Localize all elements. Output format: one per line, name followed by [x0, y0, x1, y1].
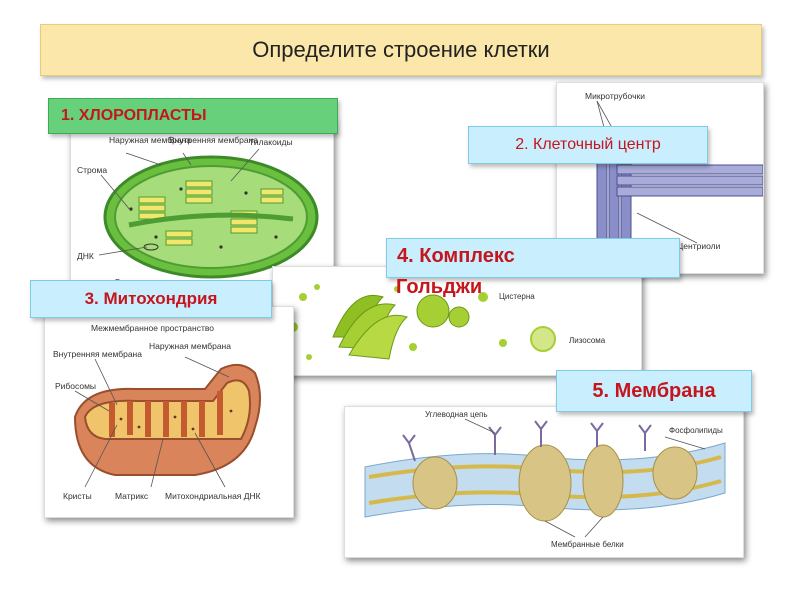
mito-ribosomes-label: Рибосомы [55, 381, 96, 391]
page-title: Определите строение клетки [40, 24, 762, 76]
membrane-carb-label: Углеводная цепь [425, 410, 488, 419]
centrosome-title-label: 2. Клеточный центр [468, 126, 708, 164]
mito-inner-label: Внутренняя мембрана [53, 349, 142, 359]
mito-intermembrane-label: Межмембранное пространство [91, 323, 214, 333]
mitochondria-diagram: Межмембранное пространство Внутренняя ме… [53, 323, 261, 501]
chloro-dna-label: ДНК [77, 251, 94, 261]
title-text: Определите строение клетки [252, 37, 550, 62]
membrane-diagram: Углеводная цепь Фосфолипиды Мембранные б… [364, 410, 726, 549]
membrane-panel: Углеводная цепь Фосфолипиды Мембранные б… [344, 406, 744, 558]
golgi-panel: Цистерна Лизосома [272, 266, 642, 376]
chloro-outer-label: Наружная мембрана [109, 135, 191, 145]
golgi-cistern-label: Цистерна [499, 292, 535, 301]
mito-matrix-label: Матрикс [115, 491, 149, 501]
golgi-title-label: 4. Комплекс [386, 238, 680, 278]
mitochondria-title-text: 3. Митохондрия [84, 289, 218, 308]
golgi-title-line2-wrap: Гольджи [396, 276, 482, 299]
centrosome-title-text: 2. Клеточный центр [515, 136, 661, 153]
mito-mtdna-label: Митохондриальная ДНК [165, 491, 261, 501]
membrane-phospholipids-label: Фосфолипиды [669, 426, 723, 435]
chloro-inner-label: Внутренняя мембрана [169, 135, 258, 145]
membrane-title-label: 5. Мембрана [556, 370, 752, 412]
mito-outer-label: Наружная мембрана [149, 341, 231, 351]
golgi-title-line1: 4. Комплекс [397, 245, 515, 267]
mito-cristae-label: Кристы [63, 491, 92, 501]
membrane-proteins-label: Мембранные белки [551, 540, 624, 549]
mitochondria-title-label: 3. Митохондрия [30, 280, 272, 318]
chloroplast-panel: Наружная мембрана Внутренняя мембрана Ти… [70, 118, 334, 296]
chloroplast-title-label: 1. ХЛОРОПЛАСТЫ [48, 98, 338, 134]
golgi-title-line2: Гольджи [396, 276, 483, 298]
centrosome-centrioles-label: Центриоли [677, 241, 721, 251]
chloroplast-diagram: Наружная мембрана Внутренняя мембрана Ти… [77, 135, 319, 287]
membrane-title-text: 5. Мембрана [592, 379, 716, 402]
mitochondria-panel: Межмембранное пространство Внутренняя ме… [44, 306, 294, 518]
chloro-thylakoids-label: Тилакоиды [249, 137, 293, 147]
centrosome-microtubules-label: Микротрубочки [585, 91, 645, 101]
chloroplast-title-text: 1. ХЛОРОПЛАСТЫ [61, 107, 207, 124]
golgi-lysosome-label: Лизосома [569, 336, 606, 345]
chloro-stroma-label: Строма [77, 165, 107, 175]
golgi-diagram: Цистерна Лизосома [288, 284, 606, 360]
